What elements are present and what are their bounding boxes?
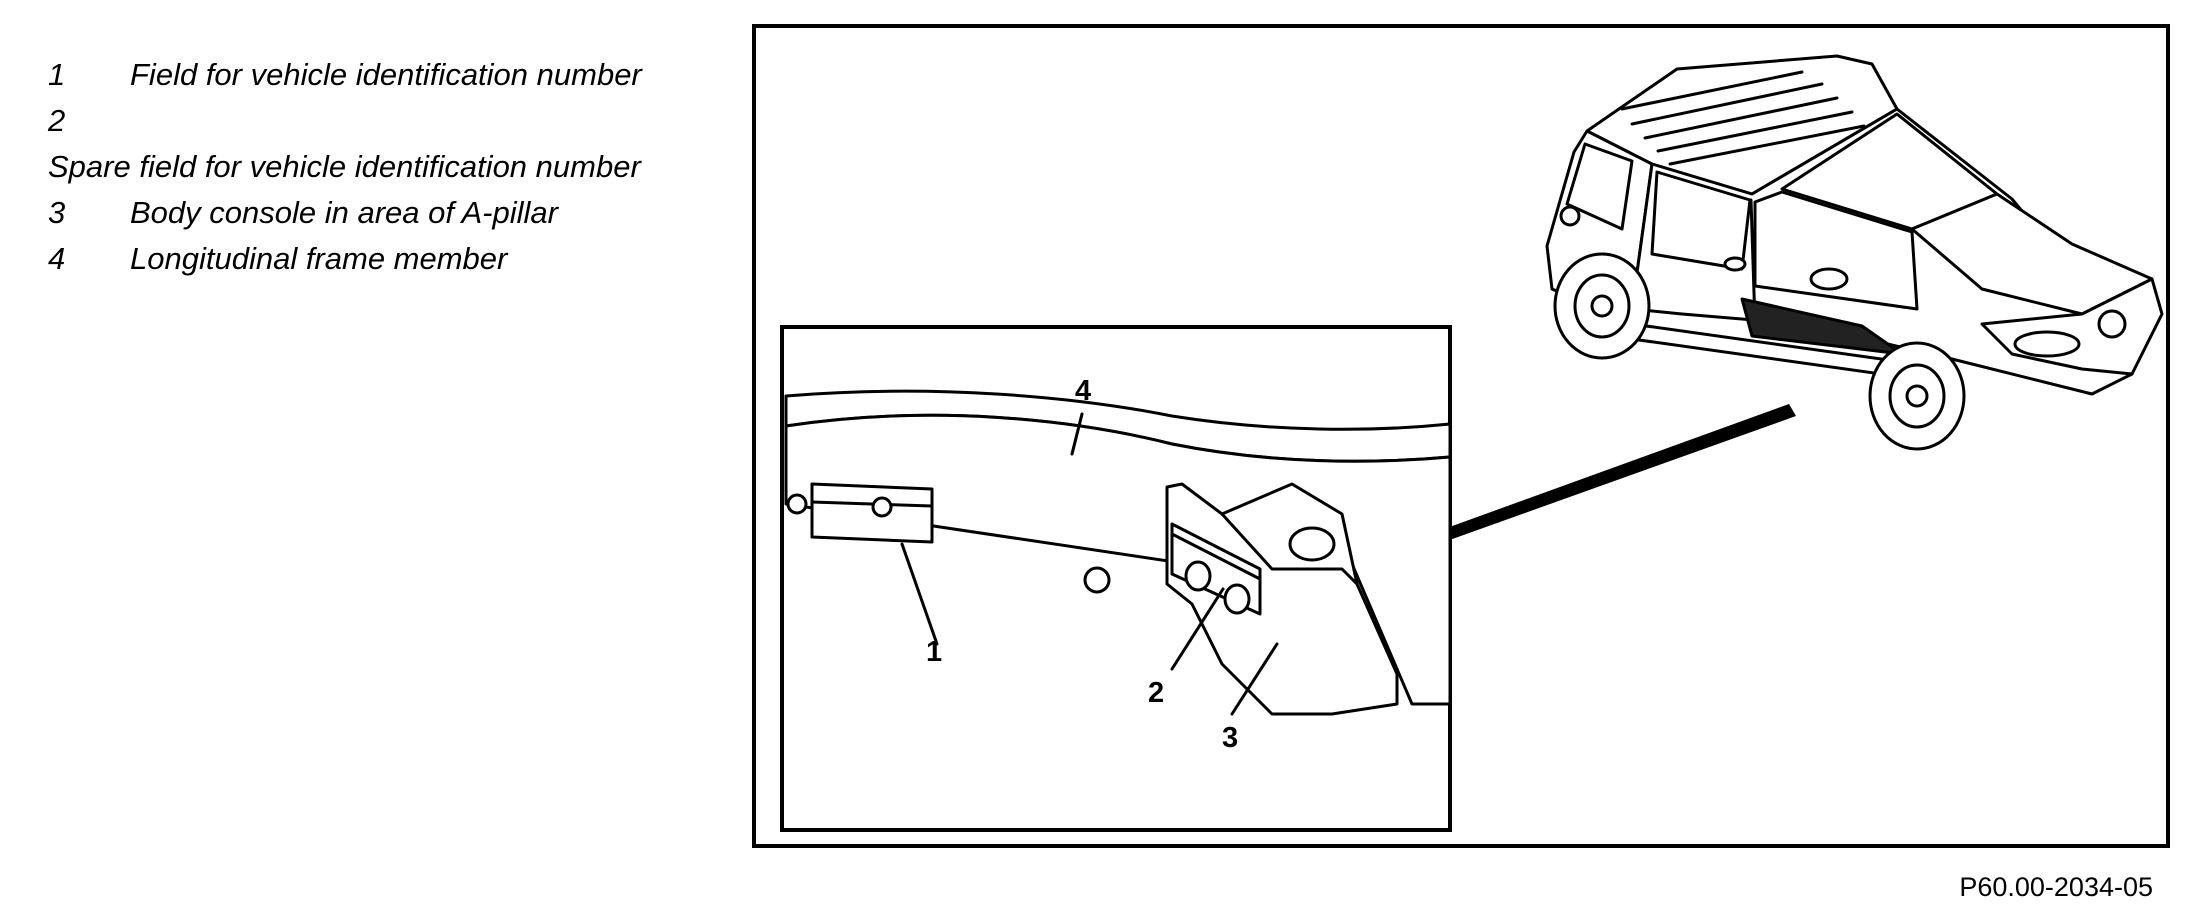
figure-code: P60.00-2034-05: [1959, 872, 2153, 902]
legend-item-4: 4 Longitudinal frame member: [48, 236, 708, 282]
legend-item-3: 3 Body console in area of A-pillar: [48, 190, 708, 236]
zoom-connector: [1444, 404, 1796, 542]
legend-item-2: 2 Spare field for vehicle identification…: [48, 98, 708, 190]
callout-2: 2: [1148, 677, 1164, 709]
legend-number: 4: [48, 241, 66, 276]
legend-text: Spare field for vehicle identification n…: [48, 149, 641, 184]
callout-4: 4: [1075, 375, 1091, 407]
callout-1: 1: [926, 636, 942, 668]
diagram-svg: 1 2 3 4: [752, 24, 2170, 848]
vehicle-diagram: 1 2 3 4: [752, 24, 2172, 850]
vehicle-illustration: [1545, 54, 2164, 451]
legend-number: 2: [48, 103, 66, 138]
legend-text: Field for vehicle identification number: [130, 57, 642, 92]
legend-text: Body console in area of A-pillar: [130, 195, 558, 230]
callout-3: 3: [1222, 722, 1238, 754]
legend-number: 3: [48, 195, 66, 230]
legend-text: Longitudinal frame member: [130, 241, 508, 276]
legend-item-1: 1 Field for vehicle identification numbe…: [48, 52, 708, 98]
legend-number: 1: [48, 57, 66, 92]
legend-list: 1 Field for vehicle identification numbe…: [48, 52, 708, 282]
detail-inset: 1 2 3 4: [780, 325, 1452, 832]
